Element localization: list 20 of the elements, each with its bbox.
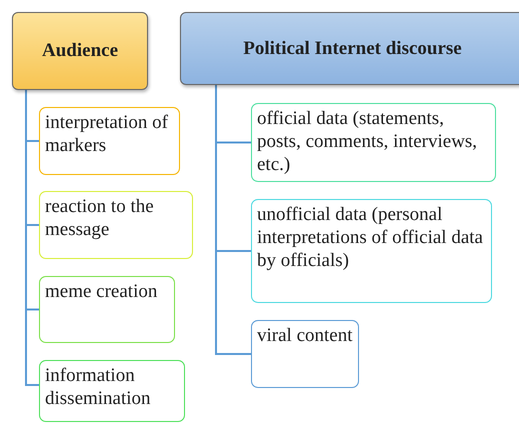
box-text: reaction to the message — [45, 196, 154, 240]
category-box — [39, 191, 193, 259]
box-text: information dissemination — [45, 365, 151, 409]
box-text: unofficial data (personal interpretations of official data by officials) — [257, 204, 483, 271]
category-box — [251, 199, 492, 303]
category-box — [39, 107, 180, 175]
box-text: Audience — [42, 40, 118, 62]
heading-box — [180, 12, 519, 85]
box-text: official data (statements, posts, comments, interviews, etc.) — [257, 108, 478, 175]
category-box — [251, 320, 359, 388]
box-text: viral content — [257, 325, 352, 346]
connector-line — [215, 85, 251, 355]
box-text: Political Internet discourse — [243, 38, 462, 60]
connector-line — [25, 90, 39, 386]
heading-box — [12, 12, 148, 90]
box-text: meme creation — [45, 281, 158, 302]
category-box — [251, 103, 496, 182]
category-box — [39, 276, 175, 343]
category-box — [39, 360, 185, 422]
box-text: interpretation of markers — [45, 112, 168, 156]
